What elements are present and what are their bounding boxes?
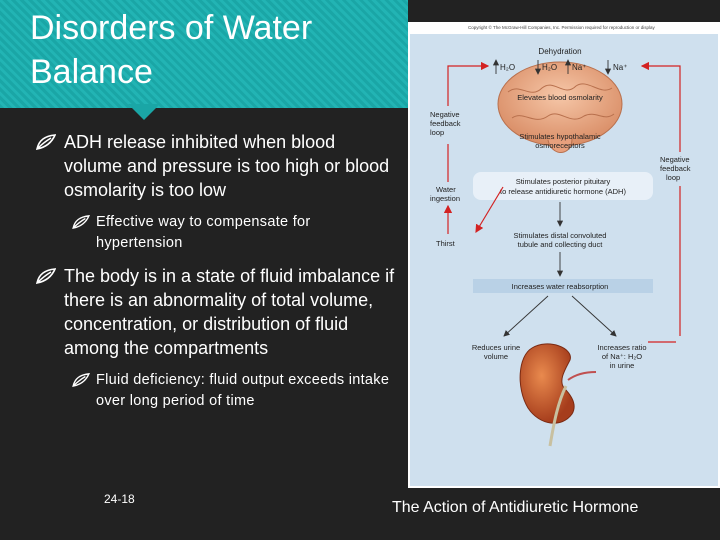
- adh-diagram: Copyright © The McGraw-Hill Companies, I…: [410, 24, 718, 486]
- kidney-illustration: [519, 343, 597, 447]
- reduces-urine-label: Reduces urine: [472, 343, 520, 352]
- volume-label: volume: [484, 352, 508, 361]
- stimulates-hypothalamic-label: Stimulates hypothalamic: [519, 132, 601, 141]
- title-band: [0, 0, 408, 108]
- increases-ratio-label: Increases ratio: [597, 343, 646, 352]
- dehydration-label: Dehydration: [538, 47, 581, 56]
- sub-bullet-text: Fluid deficiency: fluid output exceeds i…: [96, 372, 390, 409]
- brain-illustration: [497, 61, 623, 153]
- arrow-to-reduces: [503, 295, 549, 337]
- bullet-item: The body is in a state of fluid imbalanc…: [36, 264, 396, 360]
- leaf-bullet-icon: [72, 215, 90, 229]
- neg-feedback-right-1: Negative: [660, 155, 690, 164]
- adh-figure: Copyright © The McGraw-Hill Companies, I…: [408, 22, 720, 488]
- distal-tubule-label: Stimulates distal convoluted: [514, 231, 607, 240]
- thirst-label: Thirst: [436, 239, 456, 248]
- figure-caption: The Action of Antidiuretic Hormone: [392, 499, 639, 516]
- adh-release-label: to release antidiuretic hormone (ADH): [500, 187, 626, 196]
- sub-bullet-item: Fluid deficiency: fluid output exceeds i…: [36, 370, 396, 412]
- feedback-right-top: [640, 61, 681, 152]
- sub-bullet-text: Effective way to compensate for hyperten…: [96, 214, 311, 251]
- water-ingestion-1: Water: [436, 185, 456, 194]
- reabsorption-band: [473, 279, 653, 293]
- feedback-left-top: [447, 61, 490, 106]
- na-right-label: Na⁺: [613, 63, 627, 72]
- osmoreceptors-label: osmoreceptors: [535, 141, 585, 150]
- pituitary-band: [473, 172, 653, 200]
- collecting-duct-label: tubule and collecting duct: [518, 240, 604, 249]
- title-band-notch: [128, 104, 160, 120]
- elevates-label: Elevates blood osmolarity: [517, 93, 603, 102]
- reabsorption-label: Increases water reabsorption: [512, 282, 609, 291]
- neg-feedback-left-2: feedback: [430, 119, 461, 128]
- slide-title: Disorders of Water Balance: [30, 9, 313, 91]
- sub-bullet-item: Effective way to compensate for hyperten…: [36, 212, 396, 254]
- bullet-text: The body is in a state of fluid imbalanc…: [64, 266, 395, 358]
- leaf-bullet-icon: [36, 134, 56, 150]
- bullet-text: ADH release inhibited when blood volume …: [64, 132, 390, 200]
- na-mid-label: Na⁺: [572, 63, 586, 72]
- posterior-pituitary-label: Stimulates posterior pituitary: [516, 177, 611, 186]
- neg-feedback-left-1: Negative: [430, 110, 460, 119]
- leaf-bullet-icon: [36, 268, 56, 284]
- water-ingestion-2: ingestion: [430, 194, 460, 203]
- neg-feedback-right-3: loop: [666, 173, 680, 182]
- na-h2o-ratio-label: of Na⁺: H₂O: [602, 352, 642, 361]
- arrow-to-ratio: [571, 295, 617, 337]
- in-urine-label: in urine: [610, 361, 635, 370]
- neg-feedback-right-2: feedback: [660, 164, 691, 173]
- leaf-bullet-icon: [72, 373, 90, 387]
- bullet-item: ADH release inhibited when blood volume …: [36, 130, 396, 202]
- neg-feedback-left-3: loop: [430, 128, 444, 137]
- slide-number: 24-18: [104, 492, 135, 506]
- copyright-note: Copyright © The McGraw-Hill Companies, I…: [468, 24, 656, 30]
- arrow-to-thirst: [475, 186, 504, 234]
- h2o-left-label: H₂O: [500, 63, 515, 72]
- bullet-list: ADH release inhibited when blood volume …: [36, 130, 396, 422]
- h2o-mid-label: H₂O: [542, 63, 557, 72]
